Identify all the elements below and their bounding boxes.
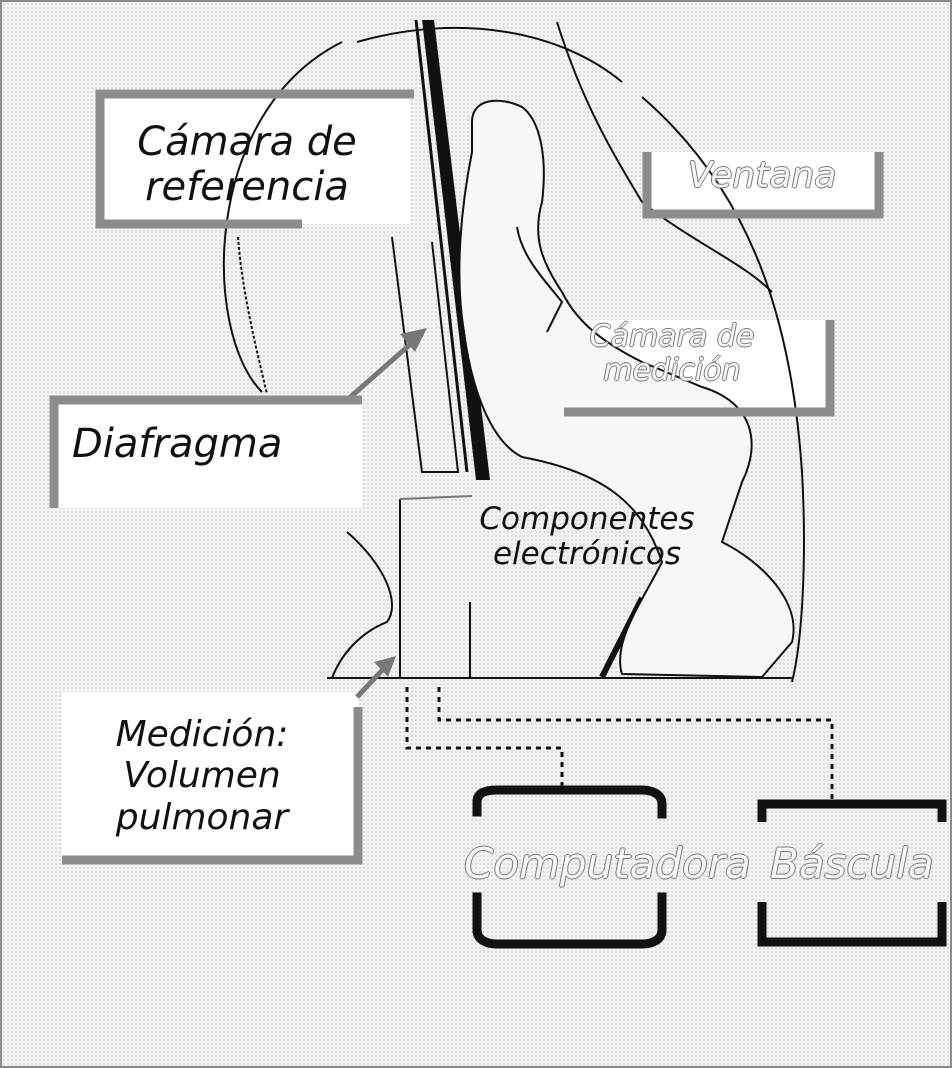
measurement-label-line3: pulmonar bbox=[92, 797, 312, 838]
diaphragm-label: Diafragma bbox=[72, 422, 312, 467]
window-label: Ventana bbox=[657, 156, 867, 196]
electronics-top bbox=[400, 496, 472, 499]
window-label-text: Ventana bbox=[688, 155, 837, 196]
left-curve bbox=[238, 237, 267, 394]
computer-label-text: Computadora bbox=[464, 839, 751, 888]
reference-chamber-label-line2: referencia bbox=[112, 165, 382, 210]
cable-to-scale bbox=[439, 687, 832, 802]
measurement-label: Medición: Volumen pulmonar bbox=[92, 714, 312, 838]
scale-bracket-top bbox=[762, 804, 942, 822]
computer-bracket-bottom bbox=[477, 897, 662, 944]
electronics-label-line2: electrónicos bbox=[472, 537, 702, 572]
scale-label: Báscula bbox=[770, 840, 950, 887]
electronics-label-line1: Componentes bbox=[472, 502, 702, 537]
measurement-chamber-label-line1: Cámara de bbox=[572, 320, 772, 354]
cable-to-computer bbox=[407, 687, 562, 790]
measurement-label-line2: Volumen bbox=[92, 755, 312, 796]
electronics-label: Componentes electrónicos bbox=[472, 502, 702, 571]
diaphragm-label-text: Diafragma bbox=[72, 421, 282, 467]
computer-label: Computadora bbox=[464, 840, 754, 887]
scale-bracket-bottom bbox=[762, 902, 942, 942]
electronics-box bbox=[400, 499, 470, 678]
measurement-label-line1: Medición: bbox=[92, 714, 312, 755]
measurement-chamber-label: Cámara de medición bbox=[572, 320, 772, 387]
measurement-chamber-label-line2: medición bbox=[572, 354, 772, 388]
reference-chamber-label-line1: Cámara de bbox=[112, 120, 382, 165]
scale-label-text: Báscula bbox=[770, 839, 934, 888]
computer-bracket-top bbox=[477, 790, 662, 814]
reference-chamber-label: Cámara de referencia bbox=[112, 120, 382, 210]
lower-left-bracket bbox=[332, 532, 392, 678]
